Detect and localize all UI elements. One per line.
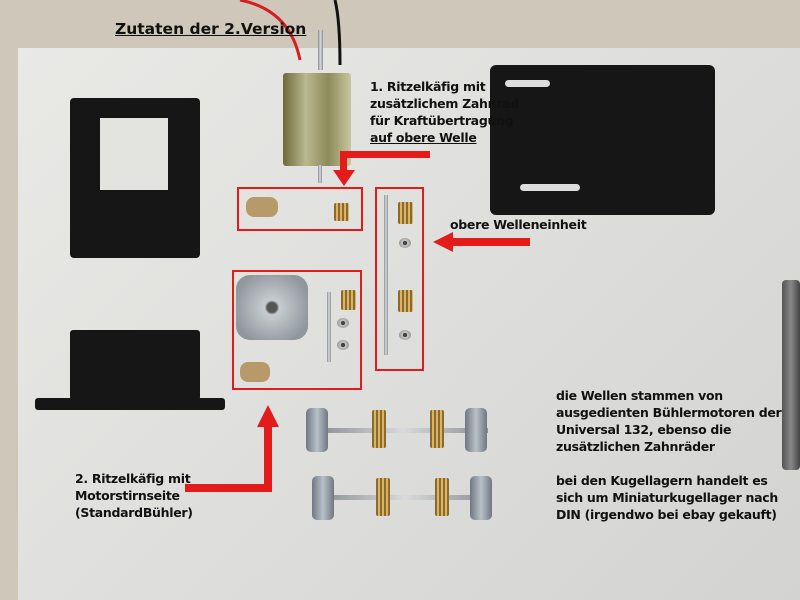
arrow-left-icon [433, 232, 453, 252]
motor-cage-opening [100, 118, 168, 190]
arrow-upper-shaft-line [450, 238, 530, 246]
text-line: 2. Ritzelkäfig mit [75, 471, 191, 486]
text-line: sich um Miniaturkugellager nach [556, 490, 778, 505]
chassis-slot [520, 184, 580, 191]
tool-handle [782, 280, 800, 470]
motor-shaft-bottom [318, 165, 322, 183]
text-line: bei den Kugellagern handelt es [556, 473, 768, 488]
annotation-notes: die Wellen stammen von ausgedienten Bühle… [556, 387, 782, 523]
rear-axle-1 [318, 428, 488, 433]
arrow-cage2-line [185, 484, 272, 492]
annotation-upper-shaft: obere Welleneinheit [450, 217, 587, 232]
motor-cage-bottom-left [70, 330, 200, 400]
gear [334, 203, 349, 221]
wheel [306, 408, 328, 452]
text-line: (StandardBühler) [75, 505, 193, 520]
bearing [399, 330, 411, 340]
wheel [465, 408, 487, 452]
text-line: Universal 132, ebenso die [556, 422, 732, 437]
motor-shaft [318, 30, 323, 70]
wheel [470, 476, 492, 520]
shaft [327, 292, 331, 362]
annotation-cage1: 1. Ritzelkäfig mit zusätzlichem Zahnrad fü… [370, 78, 519, 146]
arrow-cage2-stem [264, 425, 272, 492]
text-line: 1. Ritzelkäfig mit [370, 79, 486, 94]
bearing [337, 340, 349, 350]
wheel [312, 476, 334, 520]
arrow-down-icon [333, 170, 355, 186]
page-title: Zutaten der 2.Version [115, 20, 307, 38]
text-line: DIN (irgendwo bei ebay gekauft) [556, 507, 777, 522]
highlight-box-cage2 [232, 270, 362, 390]
text-line: zusätzlichem Zahnrad [370, 96, 519, 111]
highlight-box-cage1 [237, 187, 363, 231]
gear [341, 290, 356, 310]
motor-cage-bracket [35, 398, 225, 410]
chassis-right [490, 65, 715, 215]
rear-axle-2 [320, 495, 490, 500]
crown-gear [435, 478, 449, 516]
bearing [337, 318, 349, 328]
gear [398, 290, 413, 312]
pinion-cage-plate [240, 362, 270, 382]
bearing [399, 238, 411, 248]
arrow-cage1-line [340, 151, 430, 158]
spacer [556, 455, 781, 472]
pinion-cage-plate [246, 197, 278, 217]
text-line: Motorstirnseite [75, 488, 180, 503]
motor [283, 73, 351, 166]
gear [398, 202, 413, 224]
end-bell [236, 275, 308, 340]
arrow-cage1-stem [340, 151, 347, 176]
text-line: zusätzlichen Zahnräder [556, 439, 715, 454]
crown-gear [376, 478, 390, 516]
text-line: auf obere Welle [370, 130, 477, 145]
text-line: die Wellen stammen von [556, 388, 723, 403]
crown-gear [372, 410, 386, 448]
highlight-box-upper-shaft [375, 187, 424, 371]
chassis-slot [505, 80, 550, 87]
crown-gear [430, 410, 444, 448]
text-line: für Kraftübertragung [370, 113, 514, 128]
text-line: ausgedienten Bühlermotoren der [556, 405, 782, 420]
arrow-up-icon [257, 405, 279, 427]
upper-shaft [384, 195, 388, 355]
